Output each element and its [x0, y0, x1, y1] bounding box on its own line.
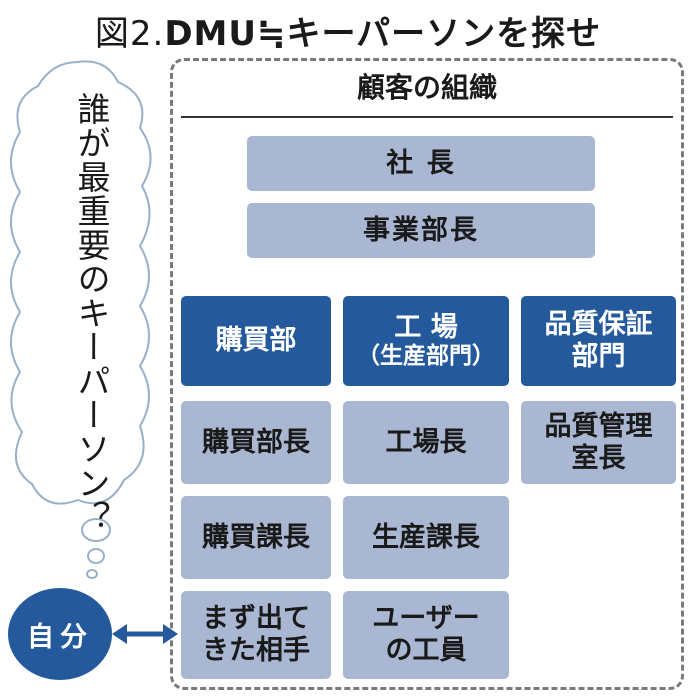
self-label: 自分	[27, 621, 93, 653]
figure-title: 図2.DMU≒キーパーソンを探せ	[0, 6, 696, 55]
purchasing-section-chief-box: 購買課長	[181, 496, 331, 579]
thought-bubble	[10, 60, 152, 579]
factory-manager-box: 工場長	[343, 401, 509, 484]
first-contact-box: まず出てきた相手	[181, 591, 331, 679]
org-heading: 顧客の組織	[356, 71, 497, 104]
president-box: 社 長	[247, 136, 595, 191]
factory-manager-label: 工場長	[385, 426, 467, 458]
heading-divider	[181, 116, 673, 118]
quality-control-chief-box: 品質管理室長	[521, 401, 676, 484]
production-section-chief-box: 生産課長	[343, 496, 509, 579]
quality-dept-box: 品質保証部門	[521, 296, 676, 386]
customer-org-frame	[170, 58, 684, 690]
purchasing-manager-box: 購買部長	[181, 401, 331, 484]
user-worker-box: ユーザーの工員	[343, 591, 509, 679]
production-section-chief-label: 生産課長	[372, 521, 480, 553]
purchasing-manager-label: 購買部長	[202, 426, 310, 458]
user-worker-label: ユーザー	[372, 603, 480, 635]
division-head-label: 事業部長	[363, 214, 479, 246]
first-contact-label: まず出て	[202, 603, 310, 635]
president-label: 社 長	[386, 147, 456, 179]
purchasing-section-chief-label: 購買課長	[202, 521, 310, 553]
factory-dept-label: 工 場	[394, 311, 458, 343]
division-head-box: 事業部長	[247, 203, 595, 258]
factory-dept-sublabel: （生産部門）	[357, 343, 495, 370]
figure-number: 図2.	[94, 14, 165, 54]
quality-dept-sublabel: 部門	[571, 341, 626, 372]
thought-text: 誰が最重要のキーパーソン？	[72, 92, 111, 534]
self-circle: 自分	[8, 588, 112, 680]
factory-dept-box: 工 場（生産部門）	[343, 296, 509, 386]
user-worker-sublabel: の工員	[385, 635, 467, 666]
first-contact-sublabel: きた相手	[202, 635, 310, 666]
quality-control-chief-sublabel: 室長	[571, 442, 626, 474]
double-arrow-icon	[112, 624, 178, 644]
figure-title-main: DMU≒キーパーソンを探せ	[164, 14, 602, 54]
purchasing-dept-box: 購買部	[181, 296, 331, 386]
quality-dept-label: 品質保証	[544, 309, 653, 341]
purchasing-dept-label: 購買部	[215, 325, 297, 357]
quality-control-chief-label: 品質管理	[544, 410, 653, 442]
